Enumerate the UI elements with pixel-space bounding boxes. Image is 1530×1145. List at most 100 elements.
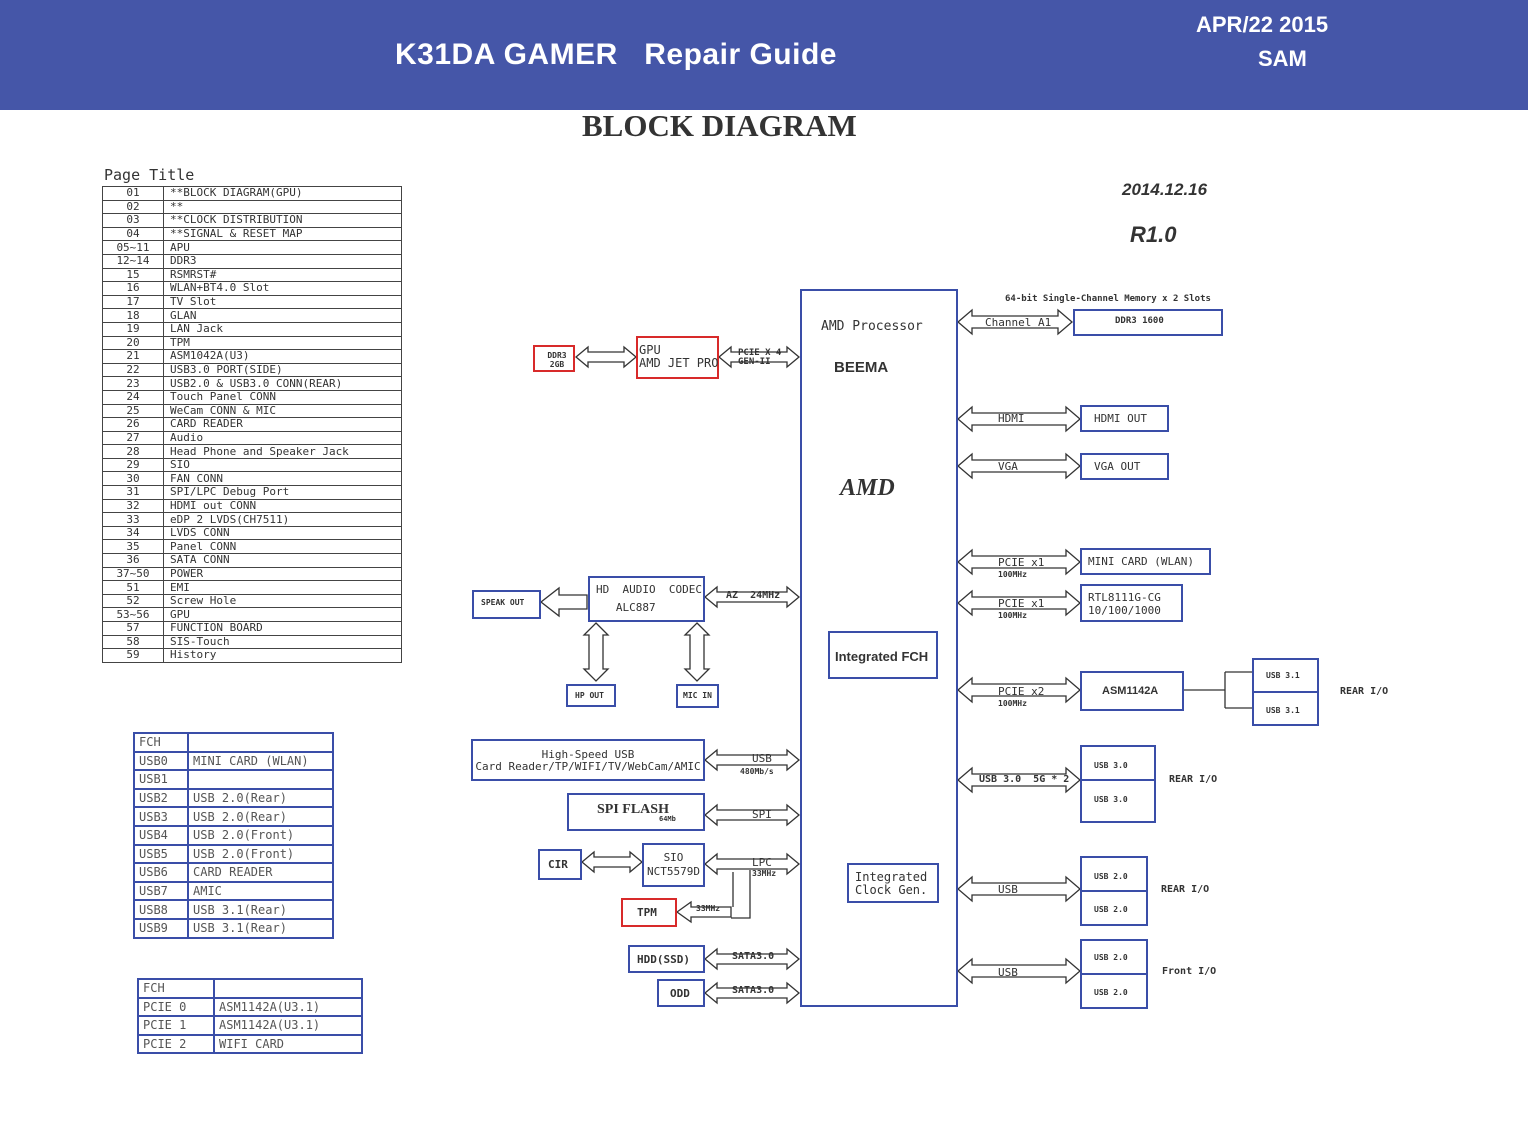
mini-card-wlan-block: MINI CARD (WLAN) xyxy=(1080,548,1211,575)
spi-link-label: SPI xyxy=(752,808,772,821)
fch-usb-row: FCH xyxy=(133,732,334,753)
document-date: APR/22 2015 xyxy=(1196,12,1329,37)
pcie-asm-freq: 100MHz xyxy=(998,699,1027,708)
rear-io-label-1: REAR I/O xyxy=(1340,686,1389,697)
fch-usb-row-value xyxy=(187,769,334,790)
gpu-link-label: PCIE X 4 GEN-II xyxy=(738,348,782,367)
apu-brand: AMD xyxy=(840,475,895,501)
rear-io-label-3: REAR I/O xyxy=(1161,884,1210,895)
fch-usb-row-key: USB2 xyxy=(133,787,189,809)
usb20-front-top-block: USB 2.0 xyxy=(1080,939,1148,975)
audio-codec-block: HD AUDIO CODEC ALC887 xyxy=(588,576,705,622)
arrow-usb-front xyxy=(957,957,1081,985)
arrow-ddr3-gpu xyxy=(574,345,638,369)
arrow-gpu-apu xyxy=(717,345,801,369)
page-heading: BLOCK DIAGRAM xyxy=(582,108,857,143)
hdd-ssd-block: HDD(SSD) xyxy=(628,945,705,973)
usb31-bottom-block: USB 3.1 xyxy=(1252,691,1319,726)
lan-controller-block: RTL8111G-CG 10/100/1000 xyxy=(1080,584,1183,622)
fch-usb-row-value: USB 2.0(Rear) xyxy=(187,787,334,809)
arrow-hp-out xyxy=(582,622,610,682)
document-title: K31DA GAMER Repair Guide xyxy=(395,38,837,71)
document-author: SAM xyxy=(1258,46,1307,71)
fch-usb-row-key: USB8 xyxy=(133,899,189,920)
fch-usb-row-value: USB 2.0(Front) xyxy=(187,843,334,865)
fch-pcie-row-value: ASM1142A(U3.1) xyxy=(213,996,363,1018)
pcie-wlan-label: PCIE x1 xyxy=(998,556,1045,569)
speak-out-block: SPEAK OUT xyxy=(472,590,541,619)
fch-pcie-row-key: PCIE 0 xyxy=(137,996,215,1018)
sio-block: SIO NCT5579D xyxy=(642,843,705,887)
arrow-tpm xyxy=(675,900,732,924)
usb20-front-bottom-block: USB 2.0 xyxy=(1080,973,1148,1009)
arrow-speak-out xyxy=(539,586,588,618)
page-title-caption: Page Title xyxy=(104,166,195,184)
apu-codename: BEEMA xyxy=(834,359,889,376)
fch-usb-row: USB1 xyxy=(133,769,334,790)
revision-date: 2014.12.16 xyxy=(1122,180,1208,199)
arrow-usb-rear xyxy=(957,875,1081,903)
rear-io-label-2: REAR I/O xyxy=(1169,774,1218,785)
channel-a1-label: Channel A1 xyxy=(985,316,1052,329)
page-title-row-value: History xyxy=(163,648,402,663)
spi-flash-size: 64Mb xyxy=(659,815,676,823)
fch-pcie-row-value xyxy=(213,978,363,999)
usb30-link-label: USB 3.0 5G * 2 xyxy=(979,774,1070,785)
fch-usb-row-value: USB 2.0(Rear) xyxy=(187,806,334,827)
lpc-link-label: LPC xyxy=(752,856,772,869)
fch-usb-row-key: USB3 xyxy=(133,806,189,827)
usb-rear-link-label: USB xyxy=(998,883,1018,896)
line-lpc-clk xyxy=(731,870,751,919)
fch-usb-row-key: USB5 xyxy=(133,843,189,865)
front-io-label: Front I/O xyxy=(1162,966,1217,977)
fch-pcie-row-key: FCH xyxy=(137,978,215,999)
integrated-fch-block: Integrated FCH xyxy=(828,631,938,679)
sata-odd-label: SATA3.0 xyxy=(732,985,775,996)
vga-out-block: VGA OUT xyxy=(1080,453,1169,480)
arrow-lpc xyxy=(703,852,801,876)
pcie-lan-label: PCIE x1 xyxy=(998,597,1045,610)
memory-note: 64-bit Single-Channel Memory x 2 Slots xyxy=(1005,294,1211,304)
fch-usb-row-key: USB6 xyxy=(133,862,189,883)
spi-flash-label: SPI FLASH xyxy=(597,802,669,817)
hp-out-block: HP OUT xyxy=(566,684,616,707)
tpm-clock-label: 33MHz xyxy=(696,904,721,913)
fch-usb-row-key: USB1 xyxy=(133,769,189,790)
fch-usb-row-value: MINI CARD (WLAN) xyxy=(187,750,334,772)
usb-hs-link-label: USB xyxy=(752,752,772,765)
arrow-vga xyxy=(957,452,1081,480)
hdmi-link-label: HDMI xyxy=(998,412,1025,425)
fch-usb-row-value: USB 3.1(Rear) xyxy=(187,917,334,939)
spi-flash-block: SPI FLASH 64Mb xyxy=(567,793,705,831)
fch-pcie-row-key: PCIE 2 xyxy=(137,1033,215,1055)
arrow-spi xyxy=(703,803,801,827)
usb30-bottom-block: USB 3.0 xyxy=(1080,779,1156,823)
az-link-label: AZ 24MHz xyxy=(726,590,781,601)
ddr3-1600-block: DDR3 1600 xyxy=(1073,309,1223,336)
cir-block: CIR xyxy=(538,849,582,880)
mic-in-block: MIC IN xyxy=(676,684,719,708)
usb-hs-rate: 480Mb/s xyxy=(740,767,774,776)
gpu-ddr3-block: DDR3 2GB xyxy=(533,345,575,372)
fch-usb-row-value: USB 3.1(Rear) xyxy=(187,899,334,920)
arrow-az xyxy=(703,585,801,609)
page-title-row: 01**BLOCK DIAGRAM(GPU) xyxy=(102,186,402,201)
